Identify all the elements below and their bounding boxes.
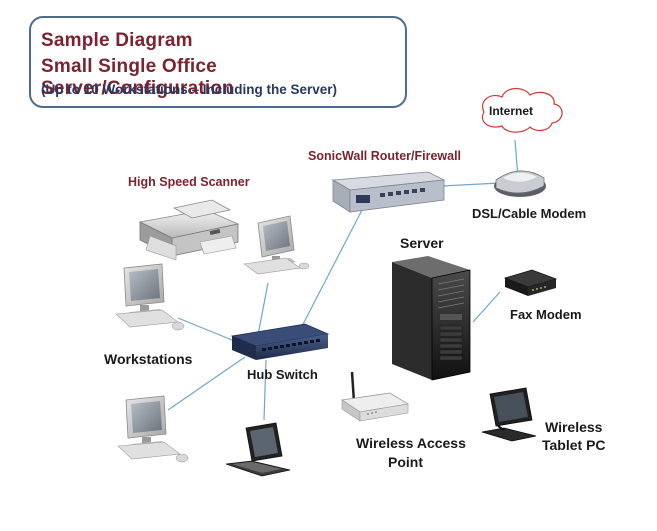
- title-line-1: Sample Diagram: [41, 30, 193, 51]
- scanner-icon: [138, 199, 240, 261]
- tablet-label-line-2: Tablet PC: [542, 437, 606, 453]
- server-icon: [392, 256, 471, 381]
- line-hub-ws3: [167, 356, 246, 411]
- router-icon: [331, 171, 446, 213]
- connector-lines: [167, 139, 519, 421]
- title-line-2: Small Single Office Server/Configuration: [41, 56, 234, 99]
- wap-label-line-2: Point: [388, 454, 423, 470]
- wireless-access-point-icon: [340, 371, 410, 422]
- server-label: Server: [400, 235, 444, 251]
- line-router-modem: [441, 182, 501, 187]
- scanner-label: High Speed Scanner: [128, 175, 250, 189]
- line-ws1-hub: [177, 317, 233, 341]
- cloud-icon: [481, 87, 563, 133]
- line-hub-laptop: [263, 359, 267, 421]
- tablet-label-line-1: Wireless: [545, 419, 603, 435]
- laptop-icon: [225, 422, 291, 477]
- fax-modem-icon: [503, 269, 558, 296]
- wap-label-line-1: Wireless Access: [356, 435, 466, 451]
- title-line-3: (Up to 10 Workstations – Including the S…: [41, 82, 338, 97]
- workstation-3-icon: [117, 395, 189, 463]
- router-label: SonicWall Router/Firewall: [308, 149, 462, 163]
- title-box: Sample Diagram Small Single Office Serve…: [29, 16, 407, 108]
- dsl-modem-icon: [494, 170, 546, 197]
- workstations-label: Workstations: [104, 351, 193, 367]
- tablet-pc-icon: [481, 387, 537, 442]
- line-fax-server: [472, 291, 501, 323]
- line-router-hub: [299, 209, 363, 331]
- workstation-2-icon: [243, 215, 310, 275]
- fax-modem-label: Fax Modem: [510, 307, 582, 322]
- modem-label: DSL/Cable Modem: [472, 206, 587, 221]
- hub-switch-label: Hub Switch: [247, 367, 318, 382]
- hub-switch-icon: [230, 323, 330, 360]
- line-ws2-hub: [257, 282, 269, 336]
- workstation-1-icon: [115, 263, 185, 331]
- internet-label: Internet: [489, 104, 534, 118]
